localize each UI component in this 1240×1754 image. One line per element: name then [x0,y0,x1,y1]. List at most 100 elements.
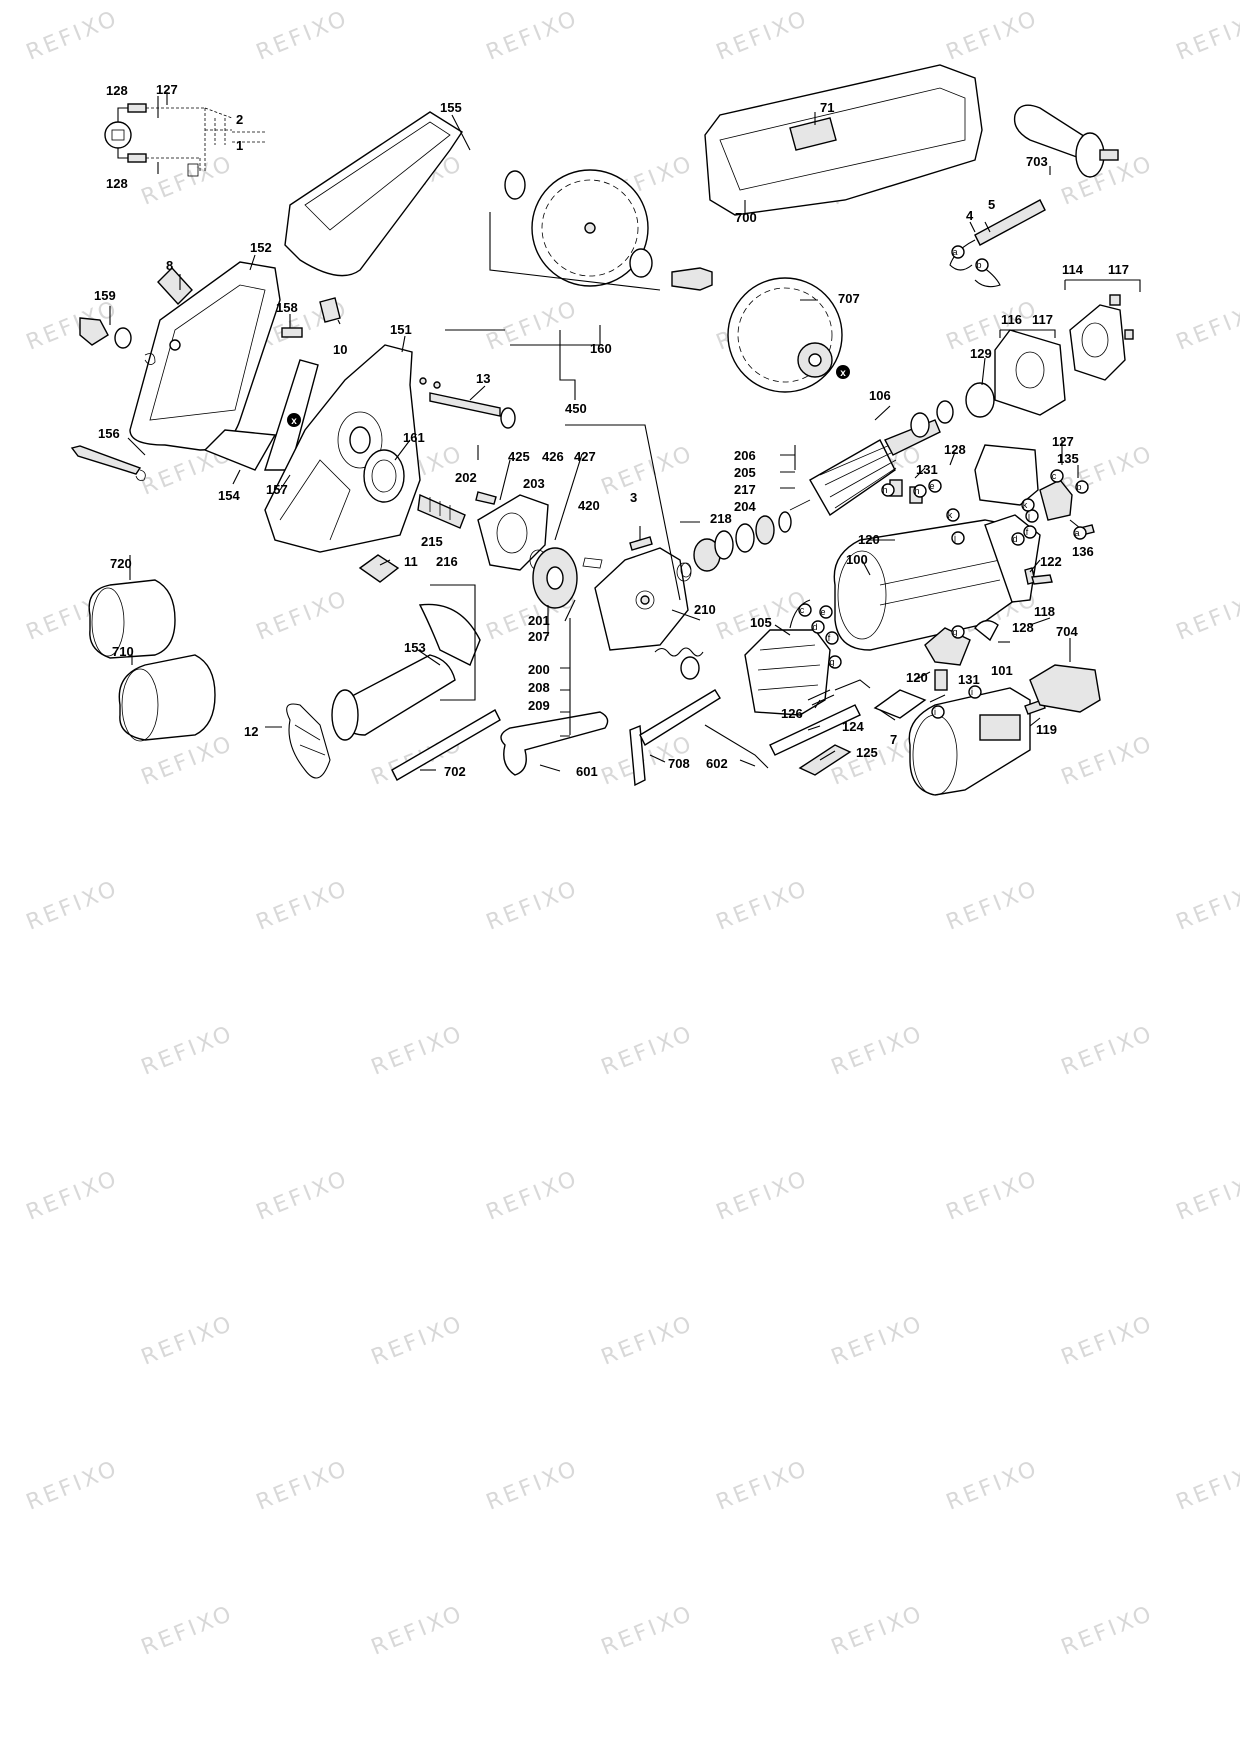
watermark-text: REFIXO [138,1601,238,1661]
svg-text:117: 117 [1108,262,1129,277]
part-720-adapter [88,579,176,659]
svg-text:118: 118 [1034,604,1055,619]
watermark-text: REFIXO [138,1021,238,1081]
part-704-pad [1029,664,1101,713]
watermark-text: REFIXO [828,1311,928,1371]
part-105-field [744,629,831,716]
watermark-text: REFIXO [828,1601,928,1661]
svg-text:119: 119 [1036,722,1057,737]
svg-text:704: 704 [1056,624,1078,639]
watermark-text: REFIXO [713,6,813,66]
watermark-text: REFIXO [368,1021,468,1081]
part-161-ring [363,449,405,503]
svg-text:450: 450 [565,401,587,416]
svg-text:425: 425 [508,449,530,464]
watermark-text: REFIXO [943,876,1043,936]
part-129-bearing [965,382,995,418]
svg-text:128: 128 [1012,620,1034,635]
part-159-knob [79,317,109,346]
watermark-text: REFIXO [23,1456,123,1516]
watermark-text: REFIXO [483,876,583,936]
part-125-slide [798,744,852,776]
svg-text:h: h [882,485,887,495]
svg-text:a: a [1074,528,1079,538]
part-209-cap [680,656,700,680]
svg-text:117: 117 [1032,312,1053,327]
svg-text:100: 100 [846,552,868,567]
svg-text:g: g [829,657,834,667]
svg-text:c: c [1052,471,1057,481]
svg-text:128: 128 [944,442,966,457]
connection-letters: a b c b a c d e f g h e h k d f j j k g … [287,245,1089,719]
svg-text:128: 128 [106,176,128,191]
svg-text:11: 11 [404,554,418,569]
svg-text:e: e [820,607,825,617]
svg-text:f: f [828,633,831,643]
svg-text:3: 3 [630,490,637,505]
svg-text:205: 205 [734,465,756,480]
svg-text:209: 209 [528,698,550,713]
watermark-text: REFIXO [23,876,123,936]
svg-text:j: j [1027,511,1030,521]
svg-text:c: c [800,605,805,615]
watermark-text: REFIXO [23,6,123,66]
watermark-text: REFIXO [23,1166,123,1226]
svg-text:131: 131 [916,462,938,477]
watermark-text: REFIXO [828,1021,928,1081]
svg-text:153: 153 [404,640,426,655]
svg-text:136: 136 [1072,544,1094,559]
watermark-text: REFIXO [1173,586,1240,646]
watermark-text: REFIXO [0,441,7,501]
svg-text:b: b [1076,482,1081,492]
watermark-text: REFIXO [368,1311,468,1371]
svg-text:200: 200 [528,662,550,677]
svg-text:703: 703 [1026,154,1048,169]
svg-text:d: d [1012,534,1017,544]
watermark-text: REFIXO [943,1166,1043,1226]
svg-text:101: 101 [991,663,1013,678]
svg-text:120: 120 [906,670,928,685]
part-208-spring [654,647,704,657]
watermark-text: REFIXO [0,1601,7,1661]
part-601-wrench [500,711,609,776]
wiring-schematic [104,103,265,177]
watermark-text: REFIXO [1173,296,1240,356]
part-215-shaft [417,493,466,529]
watermark-text: REFIXO [253,6,353,66]
svg-text:154: 154 [218,488,240,503]
svg-text:201: 201 [528,613,550,628]
watermark-text: REFIXO [598,441,698,501]
svg-text:215: 215 [421,534,443,549]
svg-text:126: 126 [781,706,803,721]
svg-text:127: 127 [156,82,178,97]
part-702-tool [391,709,501,781]
svg-text:157: 157 [266,482,288,497]
svg-text:114: 114 [1062,262,1084,277]
svg-text:122: 122 [1040,554,1062,569]
svg-text:155: 155 [440,100,462,115]
watermark-text: REFIXO [1058,1021,1158,1081]
part-127-brush-holder [974,444,1039,506]
part-101-cover [908,687,1031,796]
watermark-text: REFIXO [713,1166,813,1226]
svg-text:105: 105 [750,615,772,630]
svg-text:700: 700 [735,210,757,225]
svg-text:131: 131 [958,672,980,687]
svg-text:4: 4 [966,208,974,223]
svg-text:116: 116 [1001,312,1022,327]
watermark-text: REFIXO [1173,6,1240,66]
svg-text:128: 128 [106,83,128,98]
svg-text:207: 207 [528,629,550,644]
svg-text:161: 161 [403,430,425,445]
svg-text:12: 12 [244,724,258,739]
part-154-pad [203,429,277,471]
svg-text:159: 159 [94,288,116,303]
svg-text:5: 5 [988,197,995,212]
svg-text:13: 13 [476,371,490,386]
part-152-guard [129,261,281,451]
svg-text:420: 420 [578,498,600,513]
svg-text:7: 7 [890,732,897,747]
part-13-bolt [429,392,501,417]
svg-text:e: e [929,481,934,491]
svg-text:601: 601 [576,764,598,779]
